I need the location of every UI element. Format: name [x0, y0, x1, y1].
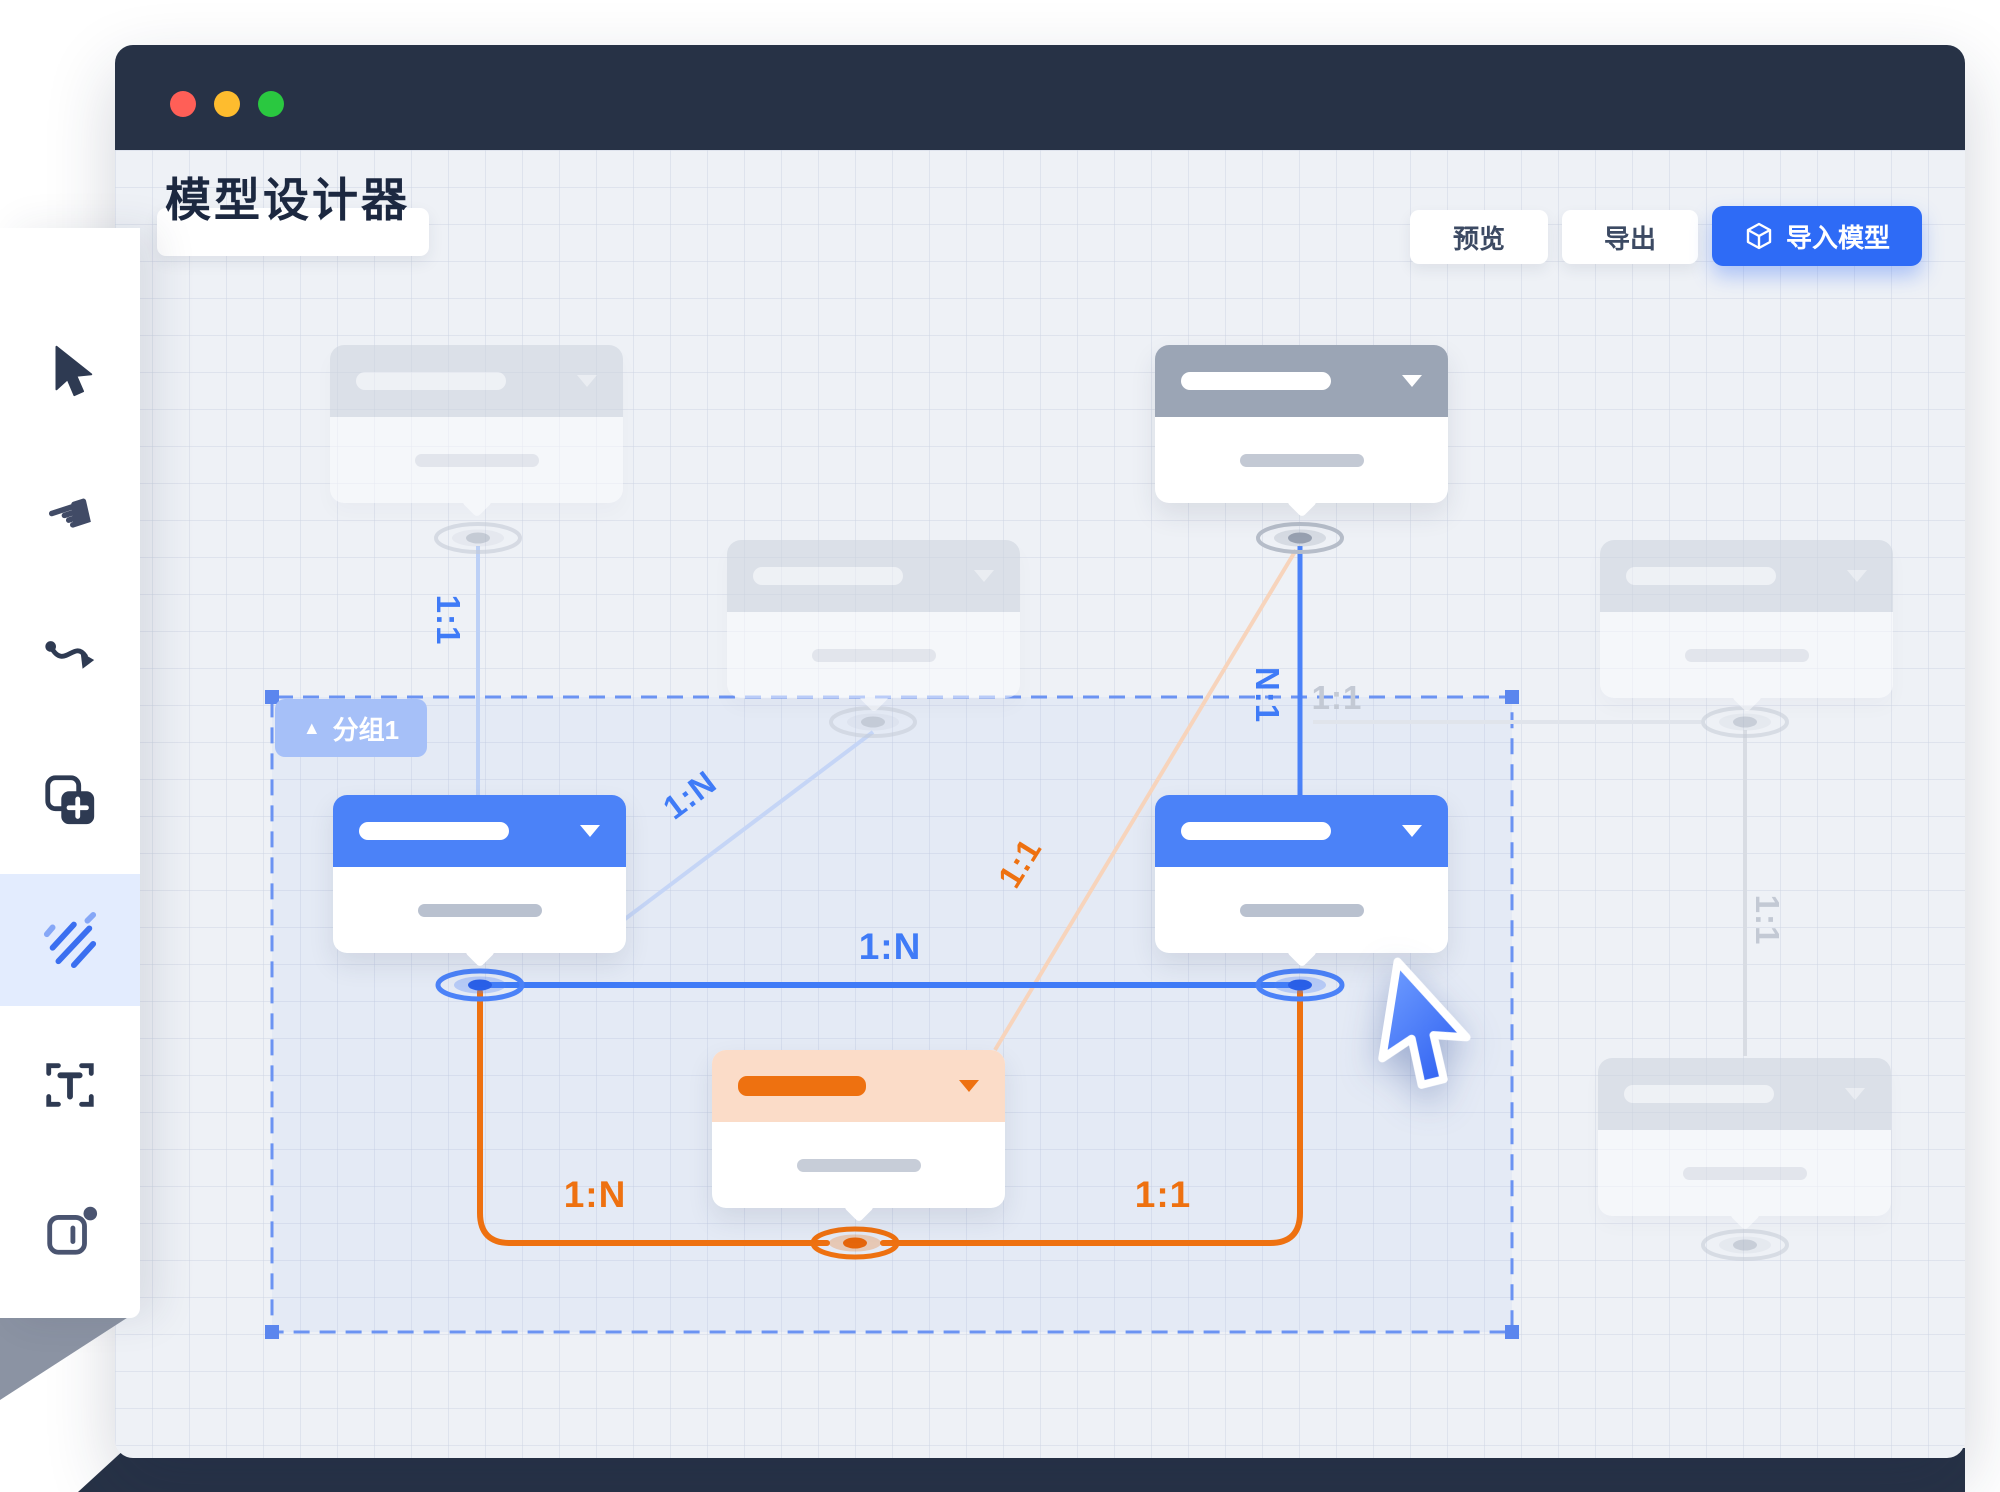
export-button[interactable]: 导出: [1562, 210, 1698, 264]
page-title: 模型设计器: [165, 174, 410, 226]
relation-label: 1:1: [430, 594, 467, 646]
group-selection-box[interactable]: [270, 695, 1514, 1334]
port-entity-b[interactable]: [1256, 522, 1344, 554]
port-entity-orange[interactable]: [810, 1226, 900, 1260]
cursor-arrow-icon: [55, 345, 93, 397]
chevron-down-icon[interactable]: [1402, 375, 1422, 387]
entity-node-orange[interactable]: [712, 1050, 1005, 1223]
relation-label: 1:N: [563, 1174, 627, 1215]
chevron-down-icon[interactable]: [1402, 825, 1422, 837]
relation-label: 1:1: [990, 831, 1049, 895]
entity-body: [1600, 612, 1893, 698]
entity-title-placeholder: [1626, 567, 1776, 585]
entity-node-c[interactable]: [727, 540, 1020, 713]
entity-field-placeholder: [796, 1158, 921, 1172]
entity-field-placeholder: [1682, 1166, 1807, 1180]
entity-field-placeholder: [414, 453, 539, 467]
entity-title-placeholder: [1181, 372, 1331, 390]
entity-node-blue-1[interactable]: [333, 795, 626, 968]
connector-line-icon: [45, 641, 95, 669]
preview-button[interactable]: 预览: [1410, 210, 1548, 264]
entity-body: [330, 417, 623, 503]
cursor-pointer-graphic: [1378, 957, 1471, 1089]
relation-label: N:1: [1249, 666, 1286, 724]
chevron-down-icon[interactable]: [974, 570, 994, 582]
entity-header: [1155, 345, 1448, 417]
port-entity-blue-1[interactable]: [435, 968, 525, 1002]
group-resize-handles[interactable]: [265, 690, 1519, 1339]
group-label: 分组1: [332, 714, 400, 745]
entity-title-placeholder: [359, 822, 509, 840]
entity-title-placeholder: [356, 372, 506, 390]
hand-pointer-icon: ☚: [37, 479, 103, 552]
window-titlebar: [115, 45, 1965, 150]
designer-canvas[interactable]: 模型设计器 预览 导出 导入模型: [115, 150, 1965, 1458]
tool-select[interactable]: [0, 304, 140, 436]
port-entity-c[interactable]: [829, 706, 917, 738]
tool-slice[interactable]: [0, 874, 140, 1006]
entity-node-a[interactable]: [330, 345, 623, 518]
entity-field-placeholder: [417, 903, 542, 917]
port-entity-e[interactable]: [1701, 1229, 1789, 1261]
entity-header: [1155, 795, 1448, 867]
tool-add-node[interactable]: [0, 734, 140, 866]
toolbar-fold-shadow: [0, 1316, 130, 1400]
entity-title-placeholder: [1624, 1085, 1774, 1103]
text-select-icon: [46, 1063, 94, 1107]
connection-gray-c-to-blue-1[interactable]: [619, 730, 875, 924]
entity-body: [1155, 417, 1448, 503]
tool-palette: ☚: [0, 228, 140, 1318]
traffic-light-close[interactable]: [170, 91, 196, 117]
entity-node-d[interactable]: [1600, 540, 1893, 713]
chevron-down-icon[interactable]: [577, 375, 597, 387]
entity-header: [330, 345, 623, 417]
entity-body: [1598, 1130, 1891, 1216]
cube-icon: [1746, 222, 1772, 250]
entity-header: [333, 795, 626, 867]
title-highlight: [157, 208, 429, 256]
entity-header: [727, 540, 1020, 612]
traffic-light-zoom[interactable]: [258, 91, 284, 117]
entity-field-placeholder: [811, 648, 936, 662]
entity-field-placeholder: [1239, 453, 1364, 467]
port-entity-blue-2[interactable]: [1255, 968, 1345, 1002]
chevron-down-icon[interactable]: [959, 1080, 979, 1092]
traffic-light-minimize[interactable]: [214, 91, 240, 117]
relation-label: 1:N: [656, 762, 724, 827]
tool-text[interactable]: [0, 1019, 140, 1151]
entity-node-b[interactable]: [1155, 345, 1448, 518]
slice-stripes-icon: [43, 911, 97, 969]
import-model-button[interactable]: 导入模型: [1712, 206, 1922, 266]
relation-label: 1:1: [1749, 894, 1786, 946]
entity-node-blue-2[interactable]: [1155, 795, 1448, 968]
entity-header: [712, 1050, 1005, 1122]
group-label-tab[interactable]: ▲ 分组1: [275, 699, 427, 757]
port-entity-a[interactable]: [434, 522, 522, 554]
collapse-triangle-icon[interactable]: ▲: [302, 718, 321, 738]
entity-field-placeholder: [1684, 648, 1809, 662]
chevron-down-icon[interactable]: [1845, 1088, 1865, 1100]
entity-node-e[interactable]: [1598, 1058, 1891, 1231]
relation-label: 1:1: [1134, 1174, 1192, 1215]
entity-title-placeholder: [738, 1076, 866, 1096]
chevron-down-icon[interactable]: [1847, 570, 1867, 582]
add-card-icon: [45, 775, 95, 825]
tool-connector[interactable]: [0, 594, 140, 726]
entity-title-placeholder: [1181, 822, 1331, 840]
entity-title-placeholder: [753, 567, 903, 585]
component-widget-icon: [47, 1206, 98, 1255]
entity-field-placeholder: [1239, 903, 1364, 917]
relation-label: 1:1: [1311, 679, 1363, 716]
browser-window: 模型设计器 预览 导出 导入模型: [115, 45, 1965, 1458]
chevron-down-icon[interactable]: [580, 825, 600, 837]
port-entity-d[interactable]: [1701, 706, 1789, 738]
relation-label: 1:N: [858, 926, 922, 967]
entity-header: [1600, 540, 1893, 612]
tool-hand[interactable]: ☚: [0, 449, 140, 581]
entity-body: [727, 612, 1020, 698]
entity-header: [1598, 1058, 1891, 1130]
tool-component[interactable]: [0, 1164, 140, 1296]
import-model-label: 导入模型: [1785, 222, 1890, 253]
